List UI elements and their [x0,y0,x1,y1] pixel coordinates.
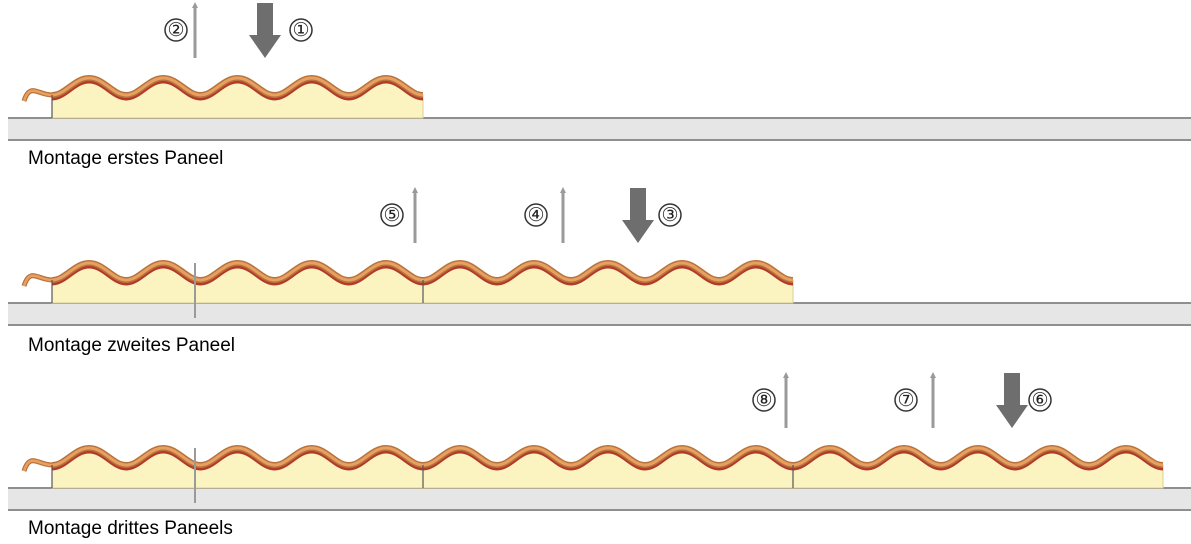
press-down-arrow-icon [996,373,1028,428]
marker-label: ③ [661,205,678,226]
marker-label: ⑧ [755,390,772,411]
assembly-row-2: ⑤ ④ ③ [8,187,1191,326]
caption-step-1: Montage erstes Paneel [28,148,224,169]
screw-tip-icon [930,372,936,378]
sandwich-panel-3 [792,444,1164,489]
step-marker-2-2: ④ [524,187,566,243]
marker-label: ① [292,20,309,41]
caption-step-2: Montage zweites Paneel [28,335,236,356]
marker-circle [524,203,548,227]
screw-tip-icon [192,2,198,8]
support-rail [8,303,1191,325]
step-marker-3-2: ⑦ [894,372,936,428]
sandwich-panel-2 [422,444,794,489]
press-down-arrow-icon [622,188,654,243]
panel-sheet [51,76,424,97]
sandwich-panel-1 [21,259,424,304]
step-marker-1-1: ② [164,2,198,58]
panel-sheet [51,261,424,282]
step-marker-2-1: ⑤ [380,187,418,243]
sandwich-panel-2 [422,259,794,304]
panel-sheet [792,446,1164,467]
step-marker-2-3: ③ [622,188,682,243]
marker-circle [658,203,682,227]
step-marker-3-1: ⑧ [752,372,789,428]
panel-overlap-hook-face [22,89,53,102]
support-rail [8,118,1191,140]
marker-label: ⑥ [1031,390,1048,411]
marker-circle [894,388,918,412]
marker-label: ④ [527,205,544,226]
marker-circle [164,18,188,42]
step-marker-3-3: ⑥ [996,373,1052,428]
step-marker-1-2: ① [249,3,313,58]
panel-overlap-hook-face [22,274,53,287]
marker-circle [1028,388,1052,412]
panel-overlap-hook-face [22,459,53,472]
panel-sheet [422,261,794,282]
caption-step-3: Montage drittes Paneels [28,518,233,539]
assembly-row-3: ⑧ ⑦ ⑥ [8,372,1191,511]
screw-tip-icon [560,187,566,193]
marker-circle [380,203,404,227]
support-rail [8,488,1191,510]
sandwich-panel-1 [21,74,424,119]
panel-sheet [422,446,794,467]
marker-circle [752,388,776,412]
marker-label: ② [167,20,184,41]
marker-label: ⑦ [897,390,914,411]
sandwich-panel-1 [21,444,424,489]
press-down-arrow-icon [249,3,281,58]
screw-tip-icon [783,372,789,378]
panel-sheet [51,446,424,467]
marker-label: ⑤ [383,205,400,226]
marker-circle [289,18,313,42]
screw-tip-icon [412,187,418,193]
